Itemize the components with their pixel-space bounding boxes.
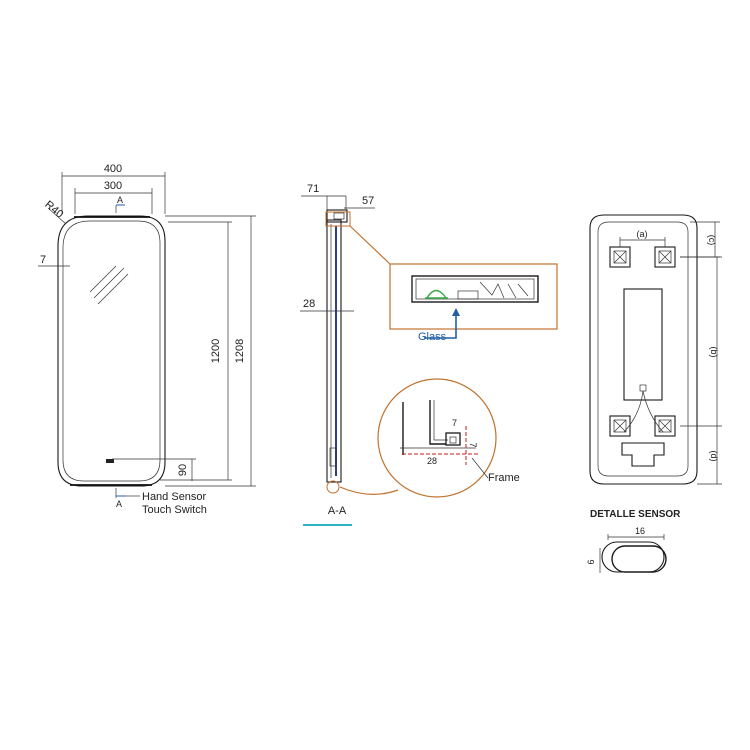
section-label-a-top: A: [117, 195, 123, 205]
dim-label-400: 400: [104, 163, 122, 175]
top-detail-box: Glass: [389, 263, 558, 343]
label-c: (c): [707, 235, 717, 246]
front-view: 400 300 A R40 7 1200: [38, 163, 256, 516]
sensor-height-label: 6: [586, 559, 596, 564]
frame-label: Frame: [488, 472, 520, 484]
bracket-top-right: [654, 246, 676, 268]
dim-inset: 7: [38, 254, 70, 267]
sensor-detail: DETALLE SENSOR 16 6: [586, 509, 681, 573]
bracket-bottom-right: [654, 415, 676, 437]
height-total-label: 1208: [234, 339, 246, 363]
dim-height-total: 1208: [165, 215, 256, 487]
section-title: A-A: [328, 505, 347, 517]
section-top-bracket: [326, 209, 348, 223]
label-d: (d): [709, 451, 719, 462]
back-outline-inner: [597, 221, 689, 477]
bottom-detail-circle: 28 7 7 Frame: [377, 378, 520, 498]
bracket-bottom-left: [609, 415, 631, 437]
dim-a: (a): [619, 229, 666, 247]
back-view: (a) (c) (b) (d): [589, 214, 722, 485]
dim-d: (d): [697, 426, 722, 485]
sensor-detail-title: DETALLE SENSOR: [590, 509, 681, 520]
dim-top-offset: 57: [344, 195, 375, 209]
label-a: (a): [637, 229, 648, 239]
sensor-marker: [106, 459, 114, 463]
dim-width-inner: 300: [74, 180, 153, 214]
sensor-housing: [621, 442, 665, 467]
section-view: 71 57 28 Glass: [300, 183, 558, 526]
label-b: (b): [709, 347, 719, 358]
section-mark-top: A: [115, 195, 125, 213]
sensor-label-line2: Touch Switch: [142, 504, 207, 516]
height-inner-label: 1200: [210, 339, 222, 363]
inset-label: 7: [40, 254, 46, 266]
thickness-label: 28: [303, 298, 315, 310]
dim-height-inner: 1200: [160, 221, 232, 481]
section-mark-bottom: A: [115, 488, 140, 509]
dim-label-300: 300: [104, 180, 122, 192]
section-profile-outer: [326, 219, 342, 483]
bracket-top-left: [609, 246, 631, 268]
glass-label: Glass: [418, 331, 447, 343]
dim-radius: R40: [42, 199, 67, 225]
sensor-offset-label: 90: [177, 464, 189, 476]
sensor-width-label: 16: [635, 526, 645, 536]
back-outline-outer: [589, 214, 698, 485]
top-depth-label: 71: [307, 183, 319, 195]
mirror-outline: [57, 215, 166, 487]
dim-c: (c): [680, 221, 720, 258]
top-offset-label: 57: [362, 195, 374, 207]
sensor-label-line1: Hand Sensor: [142, 491, 207, 503]
driver-box: [623, 288, 663, 401]
glass-reflection-marks: [89, 265, 129, 305]
dim-sensor-offset: 90: [112, 458, 196, 481]
dim-thickness: 28: [300, 298, 354, 312]
mirror-glass-outline: [62, 220, 161, 482]
section-label-a-bottom: A: [116, 499, 122, 509]
dim-b: (b): [680, 256, 722, 427]
bottom-dim-28: 28: [427, 456, 437, 466]
dim-width-total: 400: [61, 163, 166, 214]
dim-top-depth: 71: [301, 183, 347, 210]
bottom-dim-7a: 7: [452, 418, 457, 428]
sensor-shape-inner: [611, 545, 667, 573]
bottom-dim-7b: 7: [468, 442, 478, 447]
